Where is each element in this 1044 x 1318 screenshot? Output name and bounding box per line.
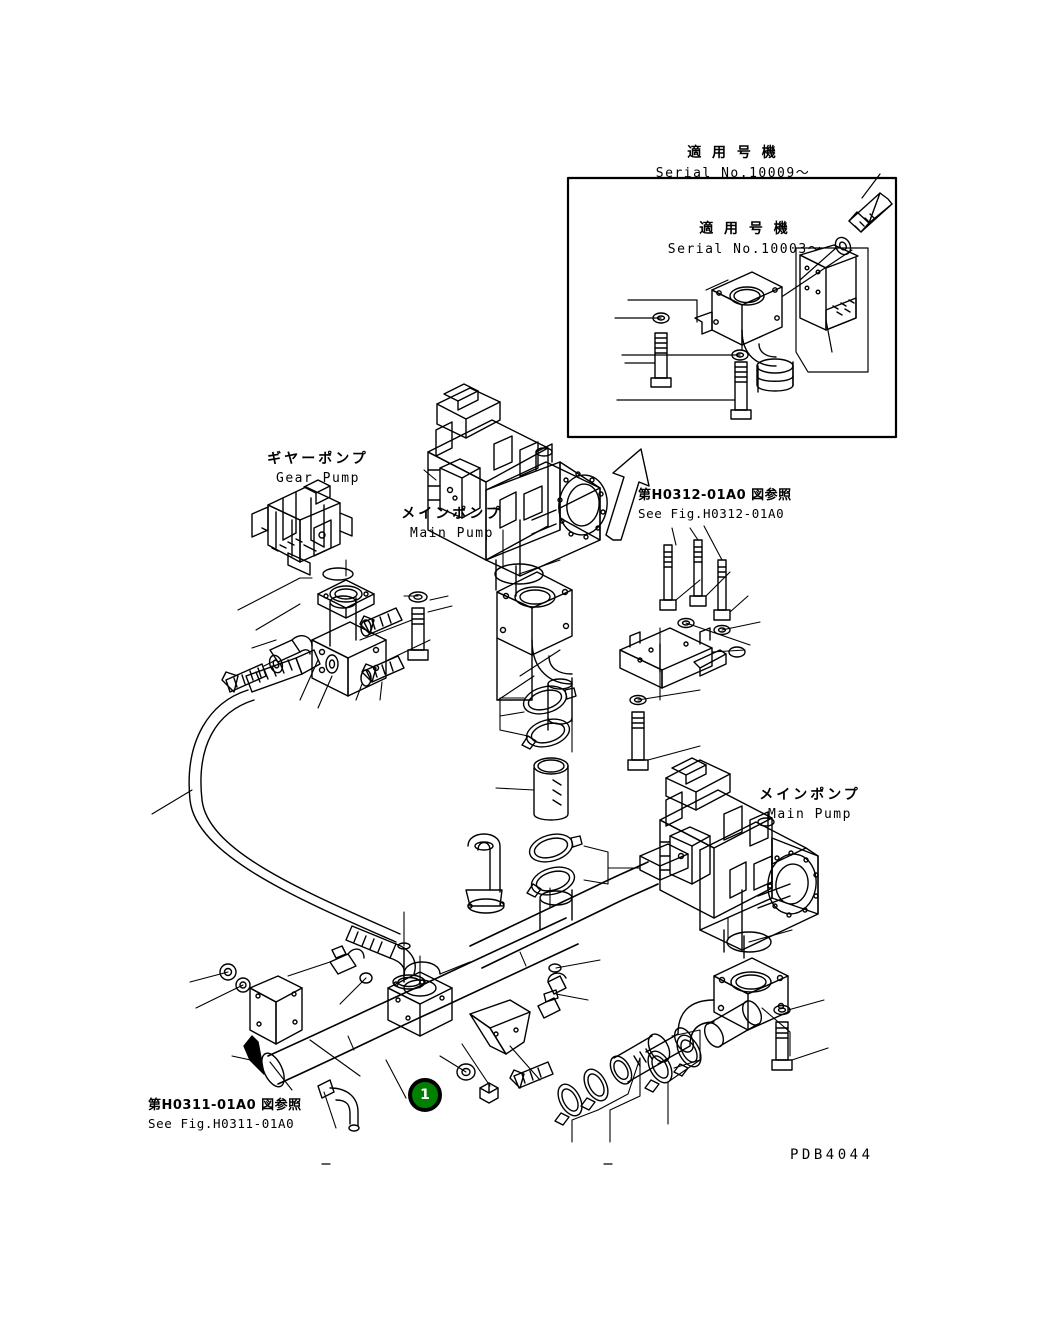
o-ring-upper-main (494, 563, 544, 585)
main-pump-lower-body (659, 757, 819, 959)
tube-fittings (329, 945, 567, 1019)
suction-elbow-lower (645, 957, 789, 1065)
reference-h0311-en: See Fig.H0311-01A0 (148, 1116, 295, 1131)
suction-elbow-upper (496, 571, 573, 731)
inset-inner-caption-en: Serial No.10003〜 (667, 242, 823, 257)
inset-elbow-assembly (614, 173, 893, 420)
rubber-hose-upper (533, 757, 569, 821)
gear-pump-port-block (221, 567, 429, 697)
reference-h0312-jp: 第H0312-01A0 図参照 (638, 488, 792, 503)
gear-pump-label-en: Gear Pump (276, 471, 360, 486)
main-pump-lower-label-jp: メインポンプ (759, 787, 861, 803)
inset-frame (566, 176, 898, 439)
short-hose-bottom-left (317, 1079, 360, 1132)
bolt-cluster-upper-right (627, 539, 731, 771)
gear-pump-body (251, 479, 353, 576)
reference-h0312-en: See Fig.H0312-01A0 (638, 506, 785, 521)
o-ring-lower-main (726, 931, 772, 953)
clamp-bracket-center-bottom (456, 999, 554, 1104)
hose-clamp-pair-lower (526, 833, 583, 898)
inset-inner-caption-jp: 適 用 号 機 (699, 221, 791, 237)
gear-pump-label-jp: ギヤーポンプ (267, 451, 369, 467)
mount-bracket-upper (619, 627, 746, 689)
hose-assembly-lower-right (554, 1000, 763, 1126)
main-pump-upper-label-en: Main Pump (410, 526, 494, 541)
mount-bracket-left (219, 963, 303, 1075)
short-bend-hose (465, 833, 505, 914)
main-pump-upper-label-jp: メインポンプ (401, 506, 503, 522)
callout-marker-1[interactable]: 1 (408, 1078, 442, 1112)
reference-h0311-jp: 第H0311-01A0 図参照 (148, 1098, 302, 1113)
callout-marker-1-number: 1 (420, 1087, 430, 1103)
inset-outer-caption-jp: 適 用 号 機 (687, 145, 779, 161)
leader-lines (151, 469, 829, 1143)
drawing-number: PDB4044 (790, 1147, 874, 1163)
bolt-lower-right (771, 1004, 793, 1071)
long-drain-hose (188, 649, 426, 990)
main-pump-lower-label-en: Main Pump (768, 807, 852, 822)
inset-outer-caption-en: Serial No.10009〜 (655, 166, 811, 181)
inset-pointer-arrow (605, 448, 650, 541)
hose-clamp-pair-upper (521, 685, 577, 750)
main-pump-upper-body (427, 383, 608, 597)
